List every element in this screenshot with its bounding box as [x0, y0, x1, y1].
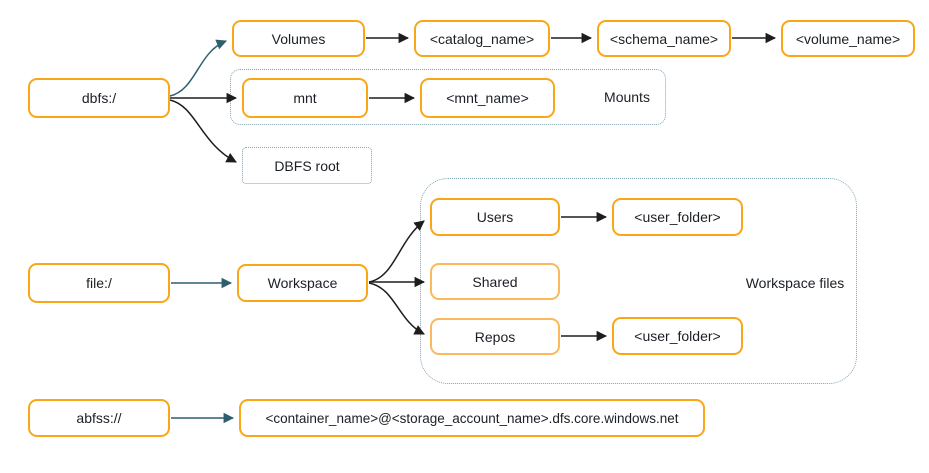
node-workspace-label: Workspace — [267, 275, 338, 291]
node-mnt-name-label: <mnt_name> — [446, 90, 529, 106]
node-shared-label: Shared — [472, 273, 518, 290]
node-volumes: Volumes — [232, 20, 365, 57]
node-dbfs: dbfs:/ — [28, 78, 170, 118]
node-repos: Repos — [430, 318, 560, 355]
node-abfss: abfss:// — [28, 399, 170, 437]
node-users: Users — [430, 198, 560, 236]
node-catalog-name: <catalog_name> — [414, 20, 550, 57]
node-abfss-label: abfss:// — [76, 410, 122, 426]
arrow-dbfs-to-volumes — [169, 39, 227, 97]
group-workspace-files-label: Workspace files — [745, 275, 845, 291]
node-mnt-name: <mnt_name> — [420, 78, 555, 118]
node-dbfs-root: DBFS root — [242, 147, 372, 184]
node-schema-name-label: <schema_name> — [609, 30, 719, 47]
arrow-workspace-to-repos — [368, 282, 425, 335]
node-user-folder-top-label: <user_folder> — [634, 209, 721, 225]
node-user-folder-top: <user_folder> — [612, 198, 743, 236]
node-mnt-label: mnt — [293, 90, 317, 106]
node-users-label: Users — [476, 209, 514, 225]
group-mounts-label: Mounts — [604, 89, 650, 105]
node-shared: Shared — [430, 263, 560, 300]
node-file-label: file:/ — [86, 275, 112, 291]
arrow-dbfs-to-dbfs-root — [169, 99, 237, 163]
node-container-url-label: <container_name>@<storage_account_name>.… — [265, 410, 679, 426]
node-volume-name: <volume_name> — [781, 20, 915, 57]
node-repos-label: Repos — [474, 328, 516, 345]
node-volumes-label: Volumes — [271, 30, 326, 47]
node-dbfs-label: dbfs:/ — [81, 90, 117, 106]
node-workspace: Workspace — [237, 264, 368, 302]
node-schema-name: <schema_name> — [597, 20, 731, 57]
node-container-url: <container_name>@<storage_account_name>.… — [239, 399, 705, 437]
node-user-folder-bottom: <user_folder> — [612, 317, 743, 355]
node-mnt: mnt — [242, 78, 368, 118]
node-catalog-name-label: <catalog_name> — [429, 30, 535, 47]
node-volume-name-label: <volume_name> — [795, 30, 901, 47]
node-dbfs-root-label: DBFS root — [274, 157, 340, 174]
node-file: file:/ — [28, 263, 170, 303]
node-user-folder-bottom-label: <user_folder> — [634, 328, 721, 344]
arrow-workspace-to-users — [368, 220, 425, 283]
